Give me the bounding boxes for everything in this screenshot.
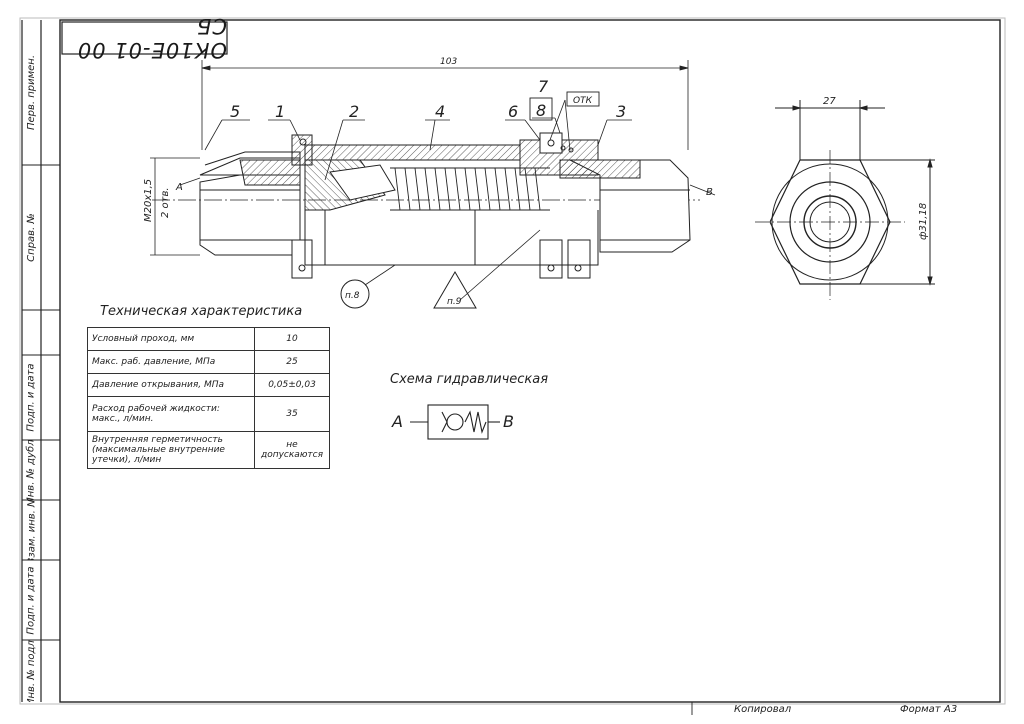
spec-key: Давление открывания, МПа xyxy=(87,373,255,397)
side-label-sign-date-2: Подп. и дата xyxy=(26,565,37,635)
callout-3: 3 xyxy=(616,102,626,121)
dimension-overall-length-value: 103 xyxy=(440,57,457,67)
side-label-ref-no: Справ. № xyxy=(26,213,37,262)
dimension-thread xyxy=(150,157,200,256)
note-p9-label: п.9 xyxy=(447,297,462,307)
callout-1: 1 xyxy=(275,102,285,121)
dimension-overall-length xyxy=(201,60,689,150)
footer-copied: Копировал xyxy=(734,704,792,715)
note-p8-label: п.8 xyxy=(345,291,360,301)
end-view-hex xyxy=(755,100,935,300)
spec-key: Макс. раб. давление, МПа xyxy=(87,350,255,374)
callout-8: 8 xyxy=(536,101,546,120)
side-label-first-use: Перв. примен. xyxy=(26,54,38,131)
callout-leaders xyxy=(179,99,716,301)
sheet-outer-border xyxy=(19,17,1006,705)
note-p9-triangle xyxy=(433,271,477,309)
side-label-dup-inv: Инв. № дубл. xyxy=(26,440,38,500)
callout-7: 7 xyxy=(538,77,549,96)
designation-box xyxy=(61,21,228,55)
dimension-hex-size: 27 xyxy=(823,96,836,107)
otk-label: ОТК xyxy=(573,96,593,106)
callout-6: 6 xyxy=(508,102,518,121)
hydraulic-port-a: А xyxy=(391,412,403,431)
drawing-designation: ОК10Е-01 00 СБ xyxy=(76,14,227,62)
spec-value: 25 xyxy=(254,350,330,374)
hydraulic-title: Схема гидравлическая xyxy=(390,372,549,387)
callout-5: 5 xyxy=(230,102,240,121)
side-label-orig-inv: Инв. № подл. xyxy=(26,640,37,702)
spec-title: Техническая характеристика xyxy=(100,304,303,319)
spec-row: Внутренняя герметичность (максимальные в… xyxy=(87,431,330,469)
callout-4: 4 xyxy=(435,102,445,121)
callout-2: 2 xyxy=(349,102,359,121)
assembly-section-view xyxy=(152,132,700,279)
hydraulic-port-b: В xyxy=(503,412,514,431)
port-b-label: В xyxy=(706,187,713,198)
footer-format-value: А3 xyxy=(944,704,958,715)
spec-row: Расход рабочей жидкости: макс., л/мин.35 xyxy=(87,396,330,432)
callout-8-box xyxy=(529,97,553,121)
spec-value: не допускаются xyxy=(254,431,330,469)
spec-value: 0,05±0,03 xyxy=(254,373,330,397)
side-label-sign-date: Подп. и дата xyxy=(26,363,37,432)
spec-key: Внутренняя герметичность (максимальные в… xyxy=(87,431,255,469)
hydraulic-check-valve-symbol xyxy=(410,404,500,440)
otk-box xyxy=(566,91,600,107)
port-a-label: А xyxy=(175,182,183,193)
spec-value: 10 xyxy=(254,327,330,351)
spec-key: Условный проход, мм xyxy=(87,327,255,351)
dimension-thread-note: 2 отв. xyxy=(160,187,171,218)
note-p8-circle xyxy=(340,279,370,309)
side-label-repl-inv: Взам. инв. № xyxy=(26,500,37,560)
footer-format-label: Формат xyxy=(900,704,941,715)
dimension-thread-value: М20х1,5 xyxy=(143,179,154,222)
drawing-frame xyxy=(59,19,1001,703)
spec-value: 35 xyxy=(254,396,330,432)
dimension-hex-diameter: ф31,18 xyxy=(918,203,929,240)
spec-key: Расход рабочей жидкости: макс., л/мин. xyxy=(87,396,255,432)
